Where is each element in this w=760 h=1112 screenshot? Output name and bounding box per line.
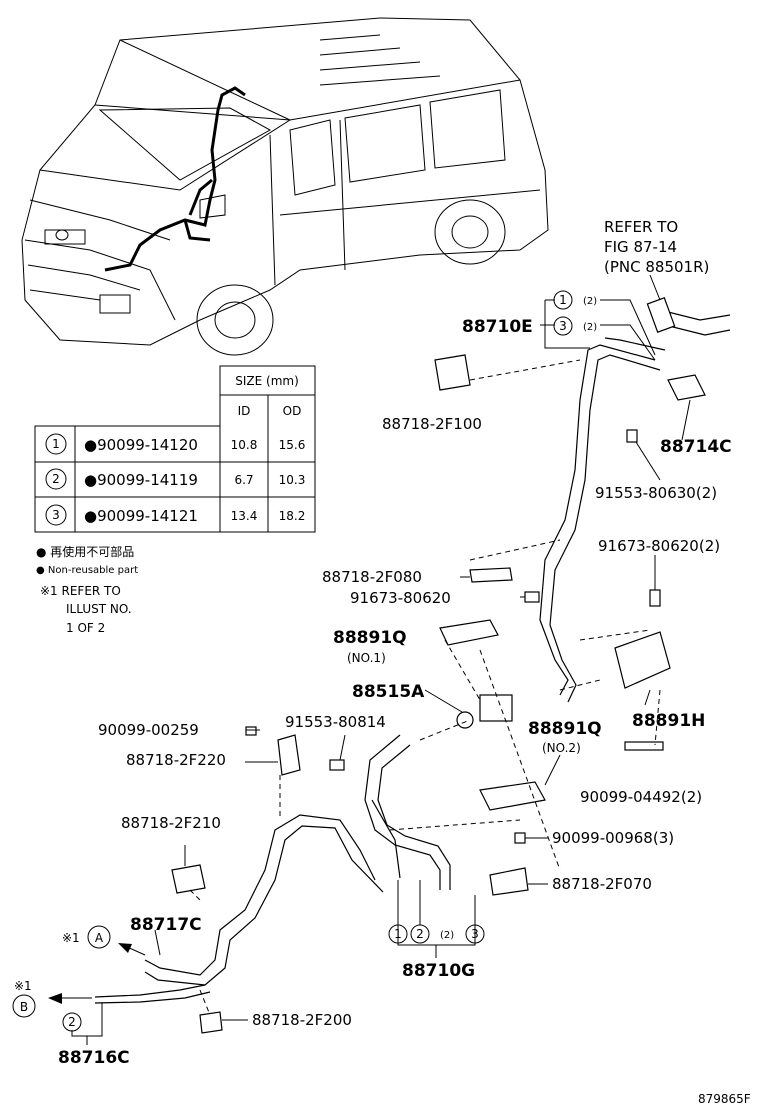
part-label: 88718-2F100 (382, 415, 482, 433)
row-inner-diameter: 10.8 (231, 438, 258, 452)
callout-1: 1 (394, 927, 402, 941)
hose-size-table: SIZE (mm) ID OD 1 ●90099-14120 10.8 15.6… (34, 365, 316, 533)
note-refer-to: ※1 REFER TO (40, 584, 121, 598)
callout-2: 2 (68, 1015, 76, 1029)
callout-3: 3 (559, 319, 567, 333)
callout-3: 3 (471, 927, 479, 941)
part-label: 88717C (130, 915, 202, 935)
van-illustration (21, 17, 549, 356)
row-number: 1 (52, 437, 60, 451)
refer-line-1: REFER TO (604, 218, 678, 236)
row-outer-diameter: 18.2 (279, 509, 306, 523)
note-illust-no: ILLUST NO. (66, 602, 132, 616)
notes: ● 再使用不可部品 ● Non-reusable part ※1 REFER T… (36, 544, 138, 635)
part-label: 91553-80630(2) (595, 484, 717, 502)
part-label: 88718-2F070 (552, 875, 652, 893)
ref-mark: ※1 (14, 979, 32, 993)
callout-qty: (2) (583, 322, 597, 333)
part-label: 88891Q (333, 628, 407, 648)
callout-1: 1 (559, 293, 567, 307)
part-label: 88515A (352, 682, 425, 702)
row-part-number: ●90099-14120 (84, 436, 198, 454)
illustration-code: 879865F (698, 1092, 751, 1106)
note-non-reusable-en: ● Non-reusable part (36, 565, 138, 576)
row-number: 2 (52, 472, 60, 486)
part-label: 88718-2F220 (126, 751, 226, 769)
part-shapes (171, 354, 706, 1034)
dashed-leaders (189, 359, 661, 1016)
part-label: 91673-80620 (350, 589, 451, 607)
note-sheet: 1 OF 2 (66, 621, 105, 635)
pipe-assembly (48, 297, 731, 1004)
ref-b-marker: B (20, 1000, 28, 1014)
id-header: ID (238, 404, 251, 418)
part-label: 88714C (660, 437, 732, 457)
row-inner-diameter: 13.4 (231, 509, 258, 523)
ref-a-marker: A (95, 931, 104, 945)
part-label: 88891H (632, 711, 705, 731)
part-label: 88710G (402, 961, 475, 981)
callout-qty: (2) (440, 930, 454, 941)
part-label: 88718-2F210 (121, 814, 221, 832)
part-sublabel: (NO.1) (347, 651, 386, 665)
part-label: 88718-2F080 (322, 568, 422, 586)
part-sublabel: (NO.2) (542, 741, 581, 755)
row-inner-diameter: 6.7 (234, 473, 253, 487)
leader-lines (71, 299, 691, 1045)
row-outer-diameter: 10.3 (279, 473, 306, 487)
part-labels: 88710E 88718-2F100 88714C 91553-80630(2)… (58, 317, 732, 1068)
part-label: 88710E (462, 317, 533, 337)
callout-circles: 1 (2) 3 (2) 1 2 (2) 3 2 ※1 A ※1 B (12, 290, 597, 1032)
part-label: 91553-80814 (285, 713, 386, 731)
refer-line-2: FIG 87-14 (604, 238, 677, 256)
part-label: 90099-04492(2) (580, 788, 702, 806)
refer-note: REFER TO FIG 87-14 (PNC 88501R) (604, 218, 709, 306)
part-label: 90099-00259 (98, 721, 199, 739)
row-part-number: ●90099-14121 (84, 507, 198, 525)
callout-qty: (2) (583, 296, 597, 307)
note-non-reusable-jp: ● 再使用不可部品 (36, 544, 134, 559)
part-label: 88718-2F200 (252, 1011, 352, 1029)
row-number: 3 (52, 508, 60, 522)
part-label: 88716C (58, 1048, 130, 1068)
part-label: 91673-80620(2) (598, 537, 720, 555)
part-label: 88891Q (528, 719, 602, 739)
part-label: 90099-00968(3) (552, 829, 674, 847)
ref-mark: ※1 (62, 931, 80, 945)
callout-2: 2 (416, 927, 424, 941)
refer-line-3: (PNC 88501R) (604, 258, 709, 276)
row-part-number: ●90099-14119 (84, 471, 198, 489)
od-header: OD (283, 404, 302, 418)
size-header: SIZE (mm) (235, 374, 299, 388)
row-outer-diameter: 15.6 (279, 438, 306, 452)
